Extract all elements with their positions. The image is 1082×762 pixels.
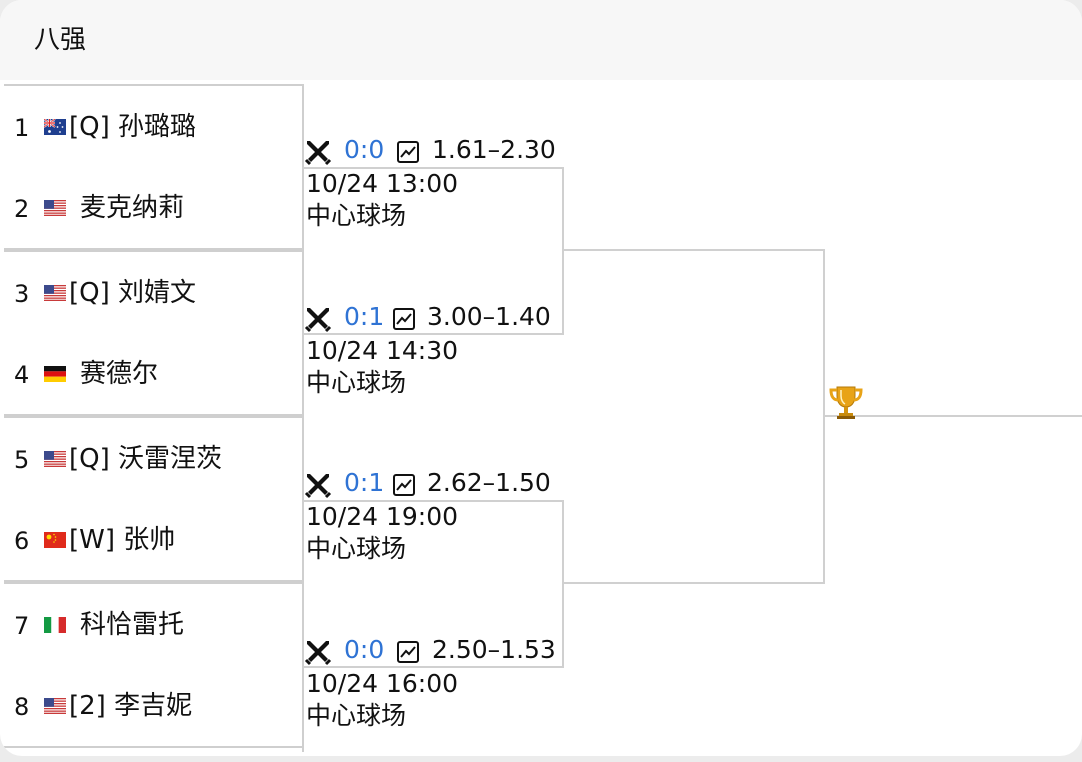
bracket-connector xyxy=(302,333,564,335)
bracket-connector xyxy=(562,167,564,335)
bracket-connector xyxy=(824,415,1082,417)
player-name: [Q] 沃雷涅茨 xyxy=(69,444,223,474)
player-seed: 8 xyxy=(14,693,30,721)
usa-flag-icon xyxy=(44,451,66,467)
bracket-connector xyxy=(302,167,564,169)
crossed-swords-icon xyxy=(304,471,332,499)
player-seed: 2 xyxy=(14,195,30,223)
player-row[interactable]: 7 科恰雷托 xyxy=(4,582,302,665)
player-row[interactable]: 3 [Q] 刘婧文 xyxy=(4,250,302,333)
match-venue: 中心球场 xyxy=(306,534,407,563)
bracket-connector xyxy=(302,666,564,668)
line-chart-icon xyxy=(396,140,420,164)
match-odds: 3.00–1.40 xyxy=(427,302,551,331)
player-row[interactable]: 5 [Q] 沃雷涅茨 xyxy=(4,416,302,499)
match-summary: 0:1 3.00–1.40 xyxy=(304,302,569,333)
bracket-connector xyxy=(563,249,825,251)
match-venue: 中心球场 xyxy=(306,201,407,230)
player-row[interactable]: 6 [W] 张帅 xyxy=(4,499,302,582)
match-time: 10/24 14:30 xyxy=(306,336,459,365)
player-name: 科恰雷托 xyxy=(80,610,185,640)
crossed-swords-icon xyxy=(304,305,332,333)
player-column: 1 [Q] 孙璐璐 2 麦克纳莉 3 [Q] 刘婧文 4 赛德尔 xyxy=(4,84,304,752)
player-row[interactable]: 4 赛德尔 xyxy=(4,333,302,416)
player-row[interactable]: 1 [Q] 孙璐璐 xyxy=(4,84,302,167)
match-score: 0:0 xyxy=(344,135,385,164)
player-seed: 5 xyxy=(14,446,30,474)
match-summary: 0:0 1.61–2.30 xyxy=(304,135,569,166)
germany-flag-icon xyxy=(44,366,66,382)
match-odds: 1.61–2.30 xyxy=(432,135,556,164)
usa-flag-icon xyxy=(44,698,66,714)
match-venue: 中心球场 xyxy=(306,368,407,397)
player-name: 麦克纳莉 xyxy=(80,193,185,223)
player-row[interactable]: 8 [2] 李吉妮 xyxy=(4,665,302,748)
match-score: 0:1 xyxy=(344,302,385,331)
player-name: [Q] 刘婧文 xyxy=(69,278,197,308)
line-chart-icon xyxy=(392,307,416,331)
player-name: 赛德尔 xyxy=(80,359,159,389)
match-score: 0:0 xyxy=(344,635,385,664)
match-odds: 2.50–1.53 xyxy=(432,635,556,664)
crossed-swords-icon xyxy=(304,138,332,166)
bracket-header: 八强 xyxy=(0,0,1082,80)
player-name: [Q] 孙璐璐 xyxy=(69,112,197,142)
usa-flag-icon xyxy=(44,285,66,301)
australia-flag-icon xyxy=(44,119,66,135)
match-venue: 中心球场 xyxy=(306,701,407,730)
player-seed: 7 xyxy=(14,612,30,640)
crossed-swords-icon xyxy=(304,638,332,666)
player-row[interactable]: 2 麦克纳莉 xyxy=(4,167,302,250)
match-summary: 0:1 2.62–1.50 xyxy=(304,468,569,499)
player-name: [W] 张帅 xyxy=(69,525,176,555)
match-time: 10/24 13:00 xyxy=(306,169,459,198)
round-title: 八强 xyxy=(34,25,87,55)
match-time: 10/24 19:00 xyxy=(306,502,459,531)
china-flag-icon xyxy=(44,532,66,548)
player-name: [2] 李吉妮 xyxy=(69,691,193,721)
bracket-connector xyxy=(563,582,825,584)
bracket-connector xyxy=(562,500,564,668)
player-seed: 3 xyxy=(14,280,30,308)
player-seed: 6 xyxy=(14,527,30,555)
line-chart-icon xyxy=(396,640,420,664)
line-chart-icon xyxy=(392,473,416,497)
italy-flag-icon xyxy=(44,617,66,633)
usa-flag-icon xyxy=(44,200,66,216)
bracket-connector xyxy=(302,500,564,502)
player-seed: 4 xyxy=(14,361,30,389)
match-score: 0:1 xyxy=(344,468,385,497)
match-summary: 0:0 2.50–1.53 xyxy=(304,635,569,666)
trophy-icon xyxy=(828,382,864,420)
match-odds: 2.62–1.50 xyxy=(427,468,551,497)
player-seed: 1 xyxy=(14,114,30,142)
match-time: 10/24 16:00 xyxy=(306,669,459,698)
